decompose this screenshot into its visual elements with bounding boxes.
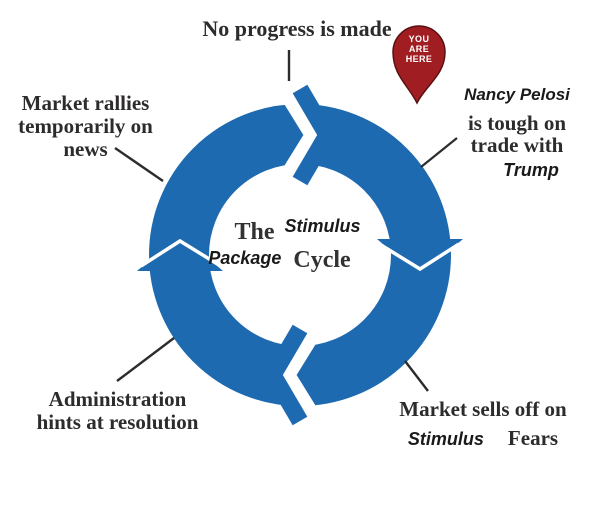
stage-label-no-progress: No progress is made bbox=[202, 16, 392, 41]
cycle-text: Cycle bbox=[293, 247, 351, 273]
the-text: The bbox=[234, 219, 275, 245]
package-italic-text: Package bbox=[208, 248, 282, 268]
stimulus-fears-line: Stimulus Fears bbox=[392, 426, 574, 451]
center-title-line2: Package Cycle bbox=[177, 247, 382, 274]
center-title-line1: The Stimulus bbox=[195, 216, 400, 246]
stage-label-market-sells-off: Market sells off on Stimulus Fears bbox=[392, 397, 574, 451]
cycle-arrow-right-icon bbox=[377, 239, 463, 276]
tough-on-text: is tough on bbox=[467, 111, 567, 135]
connector-line-upper-right bbox=[420, 137, 458, 168]
stage-label-administration: Administration hints at resolution bbox=[25, 388, 210, 434]
diagram-center-title: The Stimulus Package Cycle bbox=[195, 216, 400, 274]
trade-with-text: trade with bbox=[470, 133, 564, 157]
connector-line-left bbox=[114, 147, 164, 182]
pelosi-italic-text: Nancy Pelosi bbox=[464, 85, 570, 104]
stage-label-market-rallies: Market rallies temporarily on news bbox=[18, 91, 153, 161]
connector-line-lower-right bbox=[404, 360, 429, 392]
stimulus-italic-text: Stimulus bbox=[407, 429, 484, 449]
hints-resolution-text: hints at resolution bbox=[36, 410, 199, 434]
map-pin-icon bbox=[392, 25, 446, 105]
fears-text: Fears bbox=[507, 426, 559, 450]
trump-italic-text: Trump bbox=[503, 160, 559, 180]
cycle-arrow-top-icon bbox=[279, 84, 337, 186]
administration-text: Administration bbox=[48, 387, 187, 411]
stage-label-pelosi-trade: Nancy Pelosi is tough on trade with Trum… bbox=[452, 85, 582, 181]
cycle-arrow-bottom-icon bbox=[263, 324, 321, 426]
market-sells-text: Market sells off on bbox=[399, 397, 567, 421]
connector-line-lower-left bbox=[116, 337, 175, 382]
you-are-here-label: YOU ARE HERE bbox=[405, 34, 433, 64]
cycle-arrow-left-icon bbox=[137, 234, 223, 271]
stimulus-center-italic-text: Stimulus bbox=[284, 216, 361, 236]
